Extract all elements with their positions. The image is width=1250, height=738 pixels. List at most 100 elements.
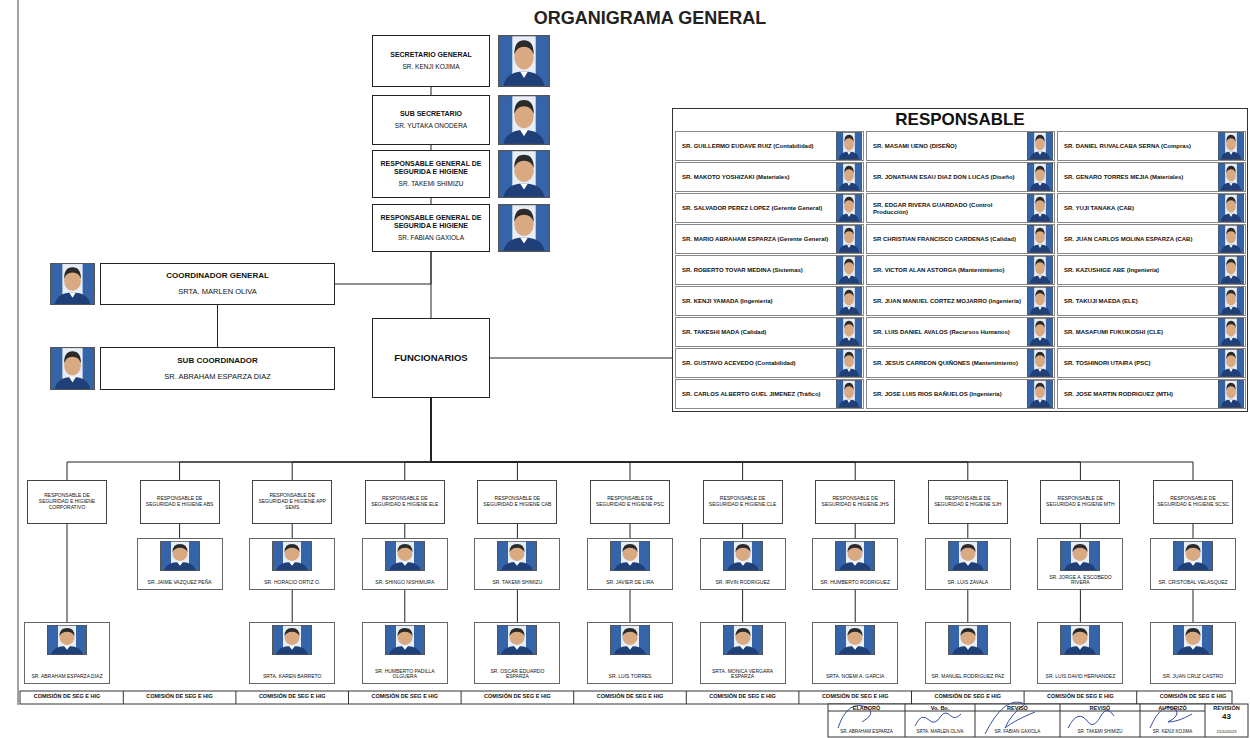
box-title: SUB SECRETARIO: [400, 110, 462, 118]
portrait-photo: [1027, 225, 1053, 253]
portrait-photo: [1218, 225, 1244, 253]
box-title: SR. JAIME VAZQUEZ PEÑA: [148, 580, 212, 586]
person-card: SR. HORACIO ORTIZ O.: [249, 538, 335, 590]
person-card: SR. JORGE A. ESCOBEDO RIVERA: [1037, 538, 1123, 590]
org-box: SR. YUJI TANAKA (CAB): [1057, 193, 1246, 223]
portrait-photo: [836, 225, 862, 253]
portrait-photo: [836, 287, 862, 315]
org-box: SR. TOSHINORI UTAIRA (PSC): [1057, 348, 1246, 378]
org-connector: [742, 590, 743, 622]
org-box: SR. JOSE MARTIN RODRIGUEZ (MTH): [1057, 379, 1246, 409]
box-title: SR. JUAN CRUZ CASTRO: [1163, 674, 1223, 680]
portrait-photo: [1218, 349, 1244, 377]
portrait-photo: [1027, 256, 1053, 284]
org-connector: [517, 524, 518, 538]
org-box: SR. SALVADOR PEREZ LOPEZ (Gerente Genera…: [675, 193, 864, 223]
portrait-photo: [610, 541, 650, 571]
box-title: RESPONSABLE DE SEGURIDAD E HIGIENE ABS: [144, 496, 216, 508]
org-connector: [630, 524, 631, 538]
portrait-photo: [160, 541, 200, 571]
org-connector: [67, 524, 68, 622]
portrait-photo: [1218, 287, 1244, 315]
portrait-photo: [1218, 132, 1244, 160]
responsible-panel: RESPONSABLESR. GUILLERMO EUDAVE RUIZ (Co…: [672, 108, 1248, 412]
portrait-photo: [1218, 256, 1244, 284]
portrait-photo: [836, 256, 862, 284]
commission-label: COMISIÓN DE SEG E HIG: [915, 693, 1021, 699]
box-title: SR. JORGE A. ESCOBEDO RIVERA: [1041, 575, 1119, 587]
box-title: RESPONSABLE DE SEGURIDAD E HIGIENE SJH: [932, 496, 1004, 508]
org-box: RESPONSABLE DE SEGURIDAD E HIGIENE ELE: [365, 480, 445, 524]
org-box: SR. CARLOS ALBERTO GUEL JIMENEZ (Tráfico…: [675, 379, 864, 409]
org-box: SR. GUSTAVO ACEVEDO (Contabilidad): [675, 348, 864, 378]
box-title: SRTA. MONICA VERGARA ESPARZA: [704, 669, 782, 681]
org-box: RESPONSABLE GENERAL DE SEGURIDA E HIGIEN…: [372, 204, 490, 252]
signer-name: SR. KENJI KOJIMA: [1140, 730, 1205, 735]
org-box: RESPONSABLE DE SEGURIDAD E HIGIENE CORPO…: [27, 480, 107, 524]
org-box: SR. MAKOTO YOSHIZAKI (Materiales): [675, 162, 864, 192]
org-connector: [217, 305, 218, 347]
portrait-photo: [498, 35, 550, 87]
box-title: SRTA. KAREN BARRETO: [263, 674, 321, 680]
portrait-photo: [836, 380, 862, 408]
person-card: SR. HUMBERTO PADILLA OLGUERA: [362, 622, 448, 684]
box-title: SRTA. NOEMI A. GARCIA: [826, 674, 884, 680]
box-name: SRTA. MARLEN OLIVA: [178, 288, 256, 297]
org-connector: [855, 524, 856, 538]
org-connector: [67, 398, 431, 480]
portrait-photo: [1027, 318, 1053, 346]
box-title: RESPONSABLE DE SEGURIDAD E HIGIENE JHS: [819, 496, 891, 508]
box-name: SR. FABIAN GAXIOLA: [398, 234, 464, 241]
person-card: SR. HUMBERTO RODRIGUEZ: [812, 538, 898, 590]
box-title: SR. JOSE MARTIN RODRIGUEZ (MTH): [1064, 391, 1173, 398]
org-box: SR. VICTOR ALAN ASTORGA (Mantenimiento): [866, 255, 1055, 285]
box-title: SR. MANUEL RODRIGUEZ PAZ: [932, 674, 1005, 680]
org-box: SR. MARIO ABRAHAM ESPARZA (Gerente Gener…: [675, 224, 864, 254]
portrait-photo: [836, 194, 862, 222]
portrait-photo: [1173, 625, 1213, 655]
portrait-photo: [1027, 163, 1053, 191]
commission-label: COMISIÓN DE SEG E HIG: [802, 693, 908, 699]
box-title: RESPONSABLE DE SEGURIDAD E HIGIENE CLE: [707, 496, 779, 508]
portrait-photo: [497, 625, 537, 655]
box-title: SR. SHINGO NISHIMURA: [375, 580, 434, 586]
box-title: SR. MARIO ABRAHAM ESPARZA (Gerente Gener…: [682, 236, 828, 243]
person-card: SR. JUAN CRUZ CASTRO: [1150, 622, 1236, 684]
box-title: SR. HUMBERTO RODRIGUEZ: [820, 580, 890, 586]
org-box: SR. KAZUSHIGE ABE (Ingeniería): [1057, 255, 1246, 285]
org-connector: [490, 358, 672, 359]
org-box: SR. JUAN CARLOS MOLINA ESPARZA (CAB): [1057, 224, 1246, 254]
org-box: SR. JESUS CARREON QUIÑONES (Mantenimient…: [866, 348, 1055, 378]
box-title: SR. GUSTAVO ACEVEDO (Contabilidad): [682, 360, 796, 367]
portrait-photo: [1218, 194, 1244, 222]
person-card: SRTA. KAREN BARRETO: [249, 622, 335, 684]
box-title: RESPONSABLE DE SEGURIDAD E HIGIENE APP S…: [256, 493, 328, 510]
portrait-photo: [1218, 163, 1244, 191]
portrait-photo: [1027, 132, 1053, 160]
box-title: SR. MASAMI UENO (DISEÑO): [873, 143, 957, 150]
org-connector: [292, 398, 431, 480]
org-connector: [404, 524, 405, 538]
box-title: SR. OSCAR EDUARDO ESPARZA: [478, 669, 556, 681]
org-box: SR. GUILLERMO EUDAVE RUIZ (Contabilidad): [675, 131, 864, 161]
org-box: RESPONSABLE DE SEGURIDAD E HIGIENE MTH: [1040, 480, 1120, 524]
box-title: SR. LUIS DANIEL AVALOS (Recursos Humanos…: [873, 329, 1010, 336]
org-connector: [1080, 590, 1081, 622]
portrait-photo: [498, 204, 550, 252]
box-title: SR. LUIS ZAVALA: [947, 580, 988, 586]
org-box: RESPONSABLE DE SEGURIDAD E HIGIENE SCSC: [1153, 480, 1233, 524]
box-title: SR. HUMBERTO PADILLA OLGUERA: [366, 669, 444, 681]
box-title: RESPONSABLE GENERAL DE SEGURIDA E HIGIEN…: [377, 160, 485, 176]
org-box: SR. LUIS DANIEL AVALOS (Recursos Humanos…: [866, 317, 1055, 347]
org-connector: [855, 590, 856, 622]
box-title: SR. JUAN MANUEL CORTEZ MOJARRO (Ingenier…: [873, 298, 1021, 305]
portrait-photo: [948, 625, 988, 655]
org-connector: [335, 252, 431, 284]
portrait-photo: [835, 541, 875, 571]
org-box: SR. MASAFUMI FUKUKOSHI (CLE): [1057, 317, 1246, 347]
portrait-photo: [272, 541, 312, 571]
box-name: SR. TAKEMI SHIMIZU: [399, 180, 464, 187]
org-connector: [404, 590, 405, 622]
commission-label: COMISIÓN DE SEG E HIG: [239, 693, 345, 699]
box-title: SR. VICTOR ALAN ASTORGA (Mantenimiento): [873, 267, 1004, 274]
